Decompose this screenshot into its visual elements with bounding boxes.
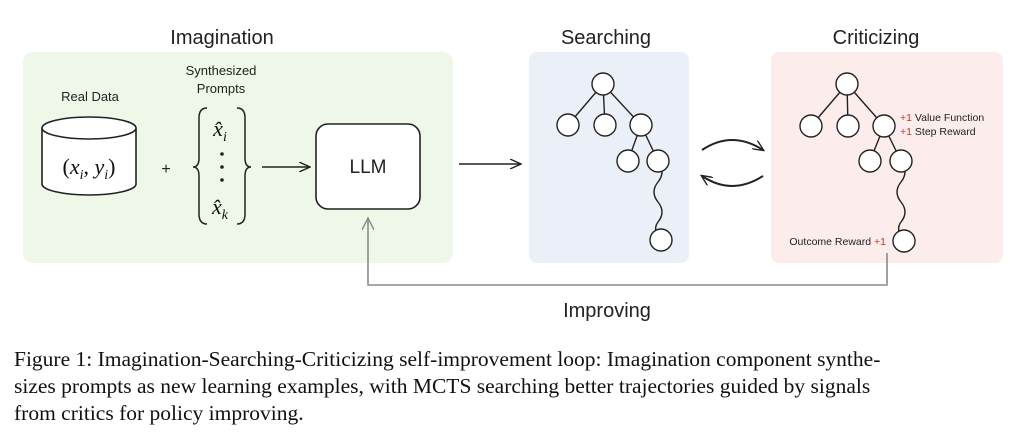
synthesized-label-line2: Prompts [197,81,246,96]
value-function-label: Value Function [915,112,984,124]
plus-sign: + [161,161,170,178]
searching-panel [529,52,689,263]
improving-label: Improving [563,300,651,322]
search-tree [556,72,673,252]
caption-line-3: from critics for policy improving. [14,401,304,425]
criticizing-title: Criticizing [833,27,920,49]
search-node [616,149,640,173]
critic-tree [799,72,916,253]
critic-node [799,114,823,138]
real-data-expression: (xi, yi) [63,154,116,183]
prompt-ellipsis [220,152,224,182]
critic-leaf-node [892,229,916,253]
outcome-reward-label: Outcome Reward [789,236,871,248]
imagination-panel [23,52,453,263]
caption-line-2: sizes prompts as new learning examples, … [14,374,871,398]
search-root-node [591,72,615,96]
llm-label: LLM [350,157,387,178]
critic-node [836,114,860,138]
figure-caption: Figure 1: Imagination-Searching-Criticiz… [14,346,1024,427]
critic-node [858,149,882,173]
imagination-title: Imagination [170,27,273,49]
outcome-reward-signal: Outcome Reward +1 [789,236,886,248]
real-data-label: Real Data [61,89,120,104]
cycle-arrow-bottom-icon [702,176,764,187]
step-reward-signal: +1 Step Reward [900,126,976,138]
search-node [593,113,617,137]
critic-root-node [835,72,859,96]
value-function-reward: +1 [900,112,912,124]
caption-line-1: Figure 1: Imagination-Searching-Criticiz… [14,347,881,371]
search-node [556,113,580,137]
criticizing-panel [771,52,1003,263]
search-leaf-node [649,228,673,252]
step-reward-reward: +1 [900,126,912,138]
search-node [629,113,653,137]
synthesized-label-line1: Synthesized [186,63,257,78]
prompt-set-braces [192,107,252,225]
real-data-cylinder-icon [41,116,137,196]
critic-node [889,149,913,173]
critic-node [872,114,896,138]
outcome-reward-reward: +1 [874,236,886,248]
loop-diagram: Imagination Searching Criticizing Real D… [23,27,1003,322]
cycle-arrow-top-icon [701,139,763,150]
step-reward-label: Step Reward [915,126,976,138]
value-function-signal: +1 Value Function [900,112,984,124]
searching-title: Searching [561,27,651,49]
improving-feedback-arrow [368,218,888,286]
llm-box [315,123,421,210]
search-node [646,149,670,173]
